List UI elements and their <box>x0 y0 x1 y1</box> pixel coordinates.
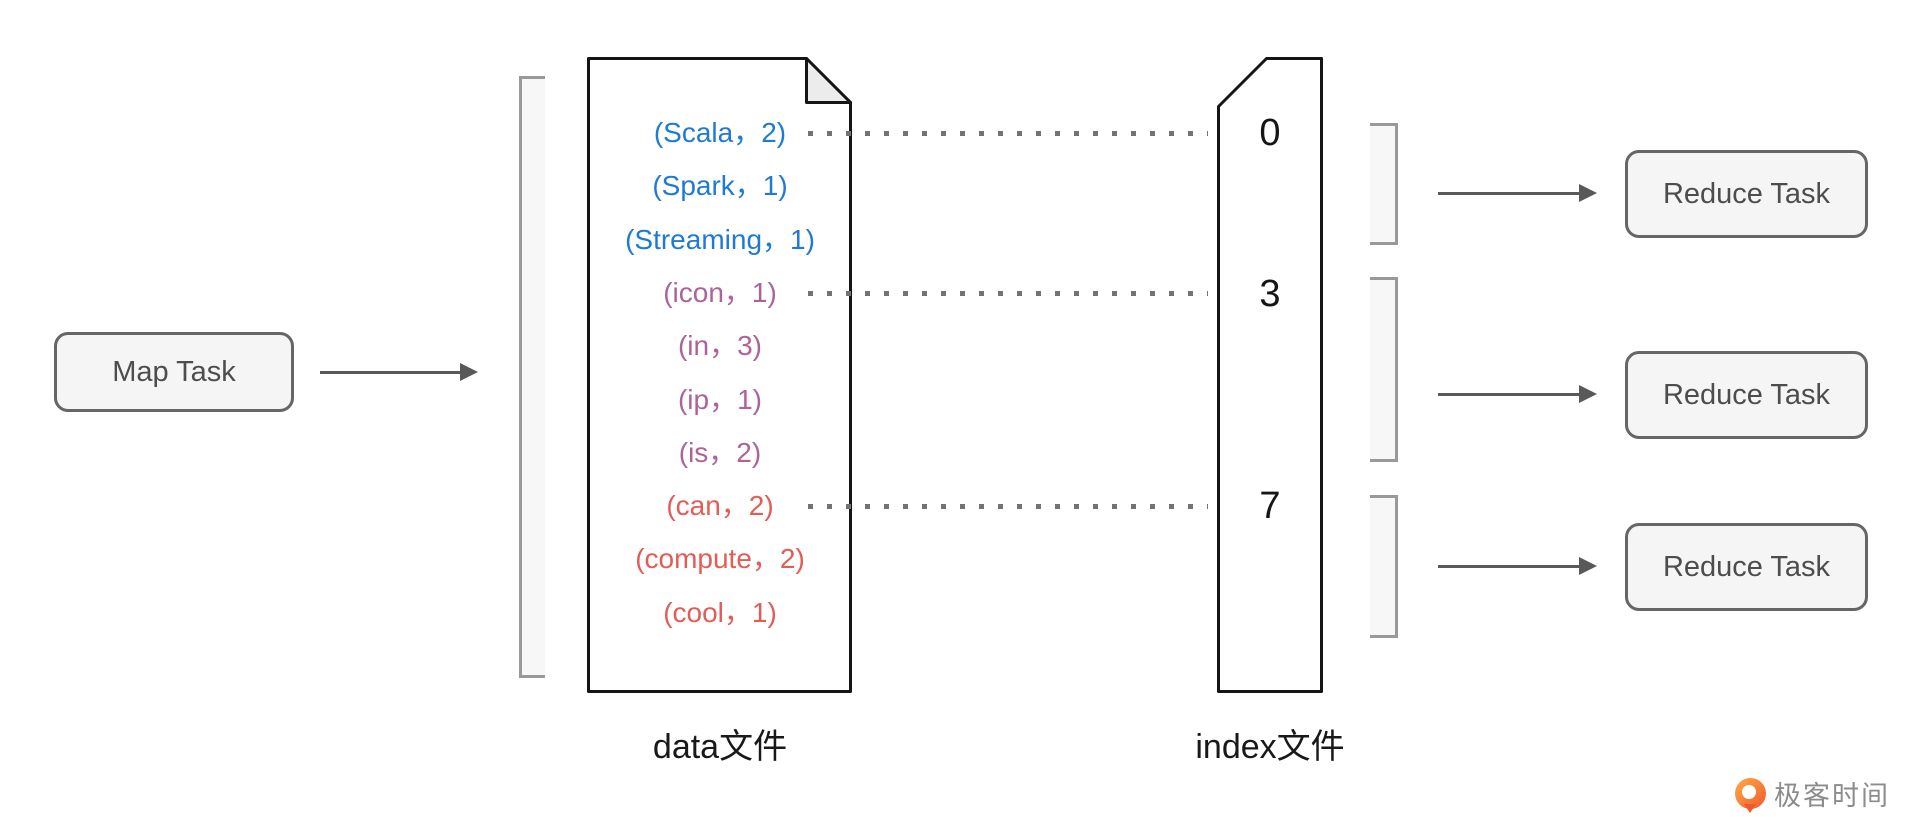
reduce-task-box-3: Reduce Task <box>1625 523 1868 611</box>
reduce-task-label-2: Reduce Task <box>1662 378 1831 411</box>
partition-bracket-2 <box>1370 277 1398 462</box>
record-streaming: (Streaming，1) <box>625 224 815 255</box>
record-in: (in，3) <box>677 330 762 361</box>
dotted-connector-offset-7 <box>808 504 1208 509</box>
reduce-task-box-2: Reduce Task <box>1625 351 1868 439</box>
map-task-box: Map Task <box>54 332 294 412</box>
reduce-task-label-1: Reduce Task <box>1662 177 1831 210</box>
partition-bracket-1 <box>1370 123 1398 245</box>
record-can: (can，2) <box>666 490 774 521</box>
record-is: (is，2) <box>678 437 762 468</box>
geektime-logo-text: 极客时间 <box>1774 781 1890 811</box>
index-offset-7: 7 <box>1259 485 1281 527</box>
dotted-connector-offset-0 <box>808 131 1208 136</box>
record-scala: (Scala，2) <box>653 117 787 148</box>
data-file-caption: data文件 <box>652 728 788 766</box>
data-file-bracket <box>519 76 545 678</box>
reduce-task-box-1: Reduce Task <box>1625 150 1868 238</box>
record-compute: (compute，2) <box>635 543 805 574</box>
index-file-document <box>1217 57 1323 693</box>
map-to-data-arrow <box>320 363 478 381</box>
dotted-connector-offset-3 <box>808 291 1208 296</box>
record-spark: (Spark，1) <box>652 170 788 201</box>
geektime-logo-icon <box>1735 778 1766 813</box>
record-cool: (cool，1) <box>663 597 777 628</box>
partition-bracket-3 <box>1370 495 1398 638</box>
record-icon: (icon，1) <box>663 277 777 308</box>
data-file-document <box>587 57 852 693</box>
geektime-logo: 极客时间 <box>1735 774 1890 813</box>
index-offset-0: 0 <box>1259 112 1281 154</box>
document-fold-icon <box>805 57 852 104</box>
bracket-to-reduce-arrow-1 <box>1438 184 1597 202</box>
bracket-to-reduce-arrow-2 <box>1438 385 1597 403</box>
record-ip: (ip，1) <box>677 384 762 415</box>
bracket-to-reduce-arrow-3 <box>1438 557 1597 575</box>
reduce-task-label-3: Reduce Task <box>1662 550 1831 583</box>
map-task-label: Map Task <box>112 355 236 388</box>
index-file-caption: index文件 <box>1195 728 1345 766</box>
index-offset-3: 3 <box>1259 273 1281 315</box>
